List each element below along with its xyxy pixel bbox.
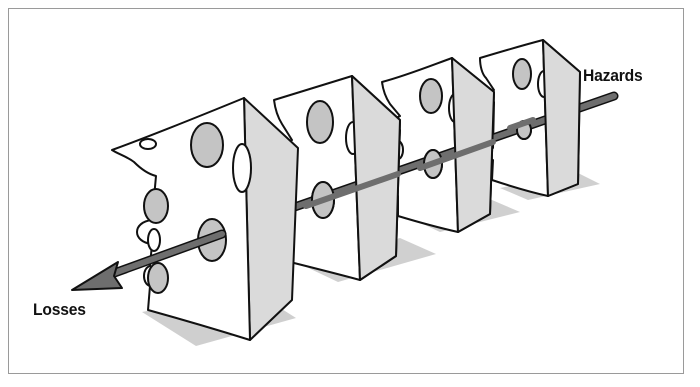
- hole: [233, 144, 251, 192]
- hazards-label: Hazards: [583, 66, 643, 86]
- hole: [140, 139, 156, 149]
- slice-face: [112, 98, 250, 340]
- hole: [144, 189, 168, 223]
- hole: [307, 101, 333, 143]
- losses-label: Losses: [33, 300, 86, 320]
- hole: [191, 123, 223, 167]
- hole: [148, 229, 160, 251]
- hole: [513, 59, 531, 89]
- hole: [148, 263, 168, 293]
- cheese-slice-1: [112, 98, 298, 346]
- hole: [420, 79, 442, 113]
- arrowhead: [72, 262, 122, 290]
